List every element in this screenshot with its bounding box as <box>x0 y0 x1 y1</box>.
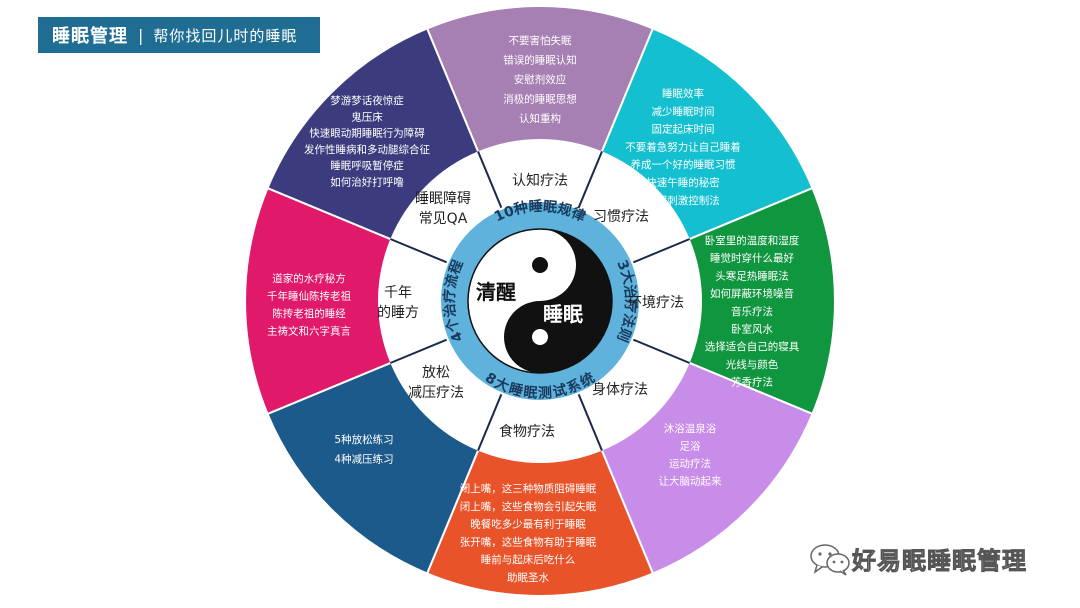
sector-item-food: 晚餐吃多少最有利于睡眠 <box>470 518 586 531</box>
header-subtitle: 帮你找回儿时的睡眠 <box>153 26 298 45</box>
watermark-text: 好易眠睡眠管理 <box>852 547 1027 576</box>
sector-item-ancient: 主祷文和六字真言 <box>267 325 351 338</box>
sector-item-cognitive: 错误的睡眠认知 <box>503 54 577 67</box>
spoke-divider <box>477 150 503 209</box>
inner-label-qa: 常见QA <box>419 211 468 227</box>
sector-item-cognitive: 安慰剂效应 <box>514 73 567 86</box>
sector-item-habit: 不要着急努力让自己睡着 <box>625 140 741 153</box>
watermark: 好易眠睡眠管理 <box>808 541 1027 576</box>
spoke-divider <box>577 150 603 209</box>
sector-item-environment: 如何屏蔽环境噪音 <box>710 287 794 300</box>
sector-item-habit: 睡眠刺激控制法 <box>646 194 720 207</box>
sector-item-qa: 鬼压床 <box>351 110 383 123</box>
inner-label-cognitive: 认知疗法 <box>512 172 568 189</box>
sector-item-environment: 音乐疗法 <box>731 305 773 318</box>
sector-item-cognitive: 消极的睡眠思想 <box>503 93 577 106</box>
yin-yang-icon <box>467 228 613 374</box>
spoke-divider <box>632 338 691 364</box>
sector-item-qa: 如何治好打呼噜 <box>330 176 404 189</box>
inner-label-ancient: 的睡方 <box>377 305 419 321</box>
sector-item-habit: 快速午睡的秘密 <box>646 176 720 189</box>
sector-item-food: 睡前与起床后吃什么 <box>481 553 576 566</box>
spoke-divider <box>477 393 503 452</box>
inner-label-body: 身体疗法 <box>592 382 648 398</box>
sector-item-habit: 养成一个好的睡眠习惯 <box>631 158 736 171</box>
wechat-icon <box>810 543 850 576</box>
sector-item-environment: 头寒足热睡眠法 <box>715 269 789 282</box>
sector-item-qa: 快速眼动期睡眠行为障碍 <box>309 127 425 140</box>
sector-item-ancient: 千年睡仙陈抟老祖 <box>267 290 351 303</box>
sector-item-cognitive: 认知重构 <box>519 112 561 125</box>
sector-item-environment: 选择适合自己的寝具 <box>705 340 800 353</box>
inner-label-ancient: 千年 <box>384 285 412 301</box>
inner-spokes <box>389 150 691 452</box>
sector-item-body: 足浴 <box>680 441 701 453</box>
inner-label-relax: 放松 <box>422 365 450 381</box>
sector-item-habit: 固定起床时间 <box>652 123 715 136</box>
spoke-divider <box>389 338 448 364</box>
inner-label-food: 食物疗法 <box>499 423 555 440</box>
sector-item-body: 让大脑动起来 <box>659 475 722 488</box>
sector-item-habit: 睡眠效率 <box>662 87 704 100</box>
inner-label-qa: 睡眠障碍 <box>415 191 471 207</box>
spoke-divider <box>632 238 691 264</box>
sector-item-environment: 光线与颜色 <box>726 358 779 371</box>
sector-item-qa: 梦游梦话夜惊症 <box>330 94 404 107</box>
sector-item-body: 运动疗法 <box>669 457 711 470</box>
header-title: 睡眠管理 <box>52 26 128 47</box>
spoke-divider <box>389 238 448 264</box>
sector-item-food: 助眠圣水 <box>507 571 549 584</box>
inner-label-environment: 环境疗法 <box>628 295 684 311</box>
header-separator: | <box>138 25 144 45</box>
sector-item-food: 闭上嘴，这些食物会引起失眠 <box>460 500 597 513</box>
spoke-divider <box>577 393 603 452</box>
center-text-sleep: 睡眠 <box>543 302 583 326</box>
sector-item-cognitive: 不要害怕失眠 <box>509 34 572 47</box>
inner-label-habit: 习惯疗法 <box>593 208 649 225</box>
header-banner: 睡眠管理 | 帮你找回儿时的睡眠 <box>38 17 320 53</box>
sector-item-qa: 发作性睡病和多动腿综合征 <box>304 143 430 156</box>
sector-item-food: 张开嘴，这些食物有助于睡眠 <box>460 535 597 548</box>
sector-item-environment: 睡觉时穿什么最好 <box>710 252 794 265</box>
sector-item-body: 沐浴温泉浴 <box>664 422 717 435</box>
sector-item-ancient: 陈抟老祖的睡经 <box>272 307 346 320</box>
sector-item-qa: 睡眠呼吸暂停症 <box>330 159 404 172</box>
sector-item-relax: 5种放松练习 <box>334 433 393 446</box>
sector-item-environment: 芳香疗法 <box>731 376 773 389</box>
sector-item-environment: 卧室风水 <box>731 323 773 336</box>
sector-item-food: 闭上嘴，这三种物质阻碍睡眠 <box>460 482 597 495</box>
sector-item-ancient: 道家的水疗秘方 <box>272 272 346 285</box>
sector-item-relax: 4种减压练习 <box>334 453 393 466</box>
inner-label-relax: 减压疗法 <box>408 385 464 401</box>
sector-item-habit: 减少睡眠时间 <box>652 105 715 118</box>
sector-item-environment: 卧室里的温度和湿度 <box>705 234 800 247</box>
center-text-awake: 清醒 <box>476 280 516 304</box>
